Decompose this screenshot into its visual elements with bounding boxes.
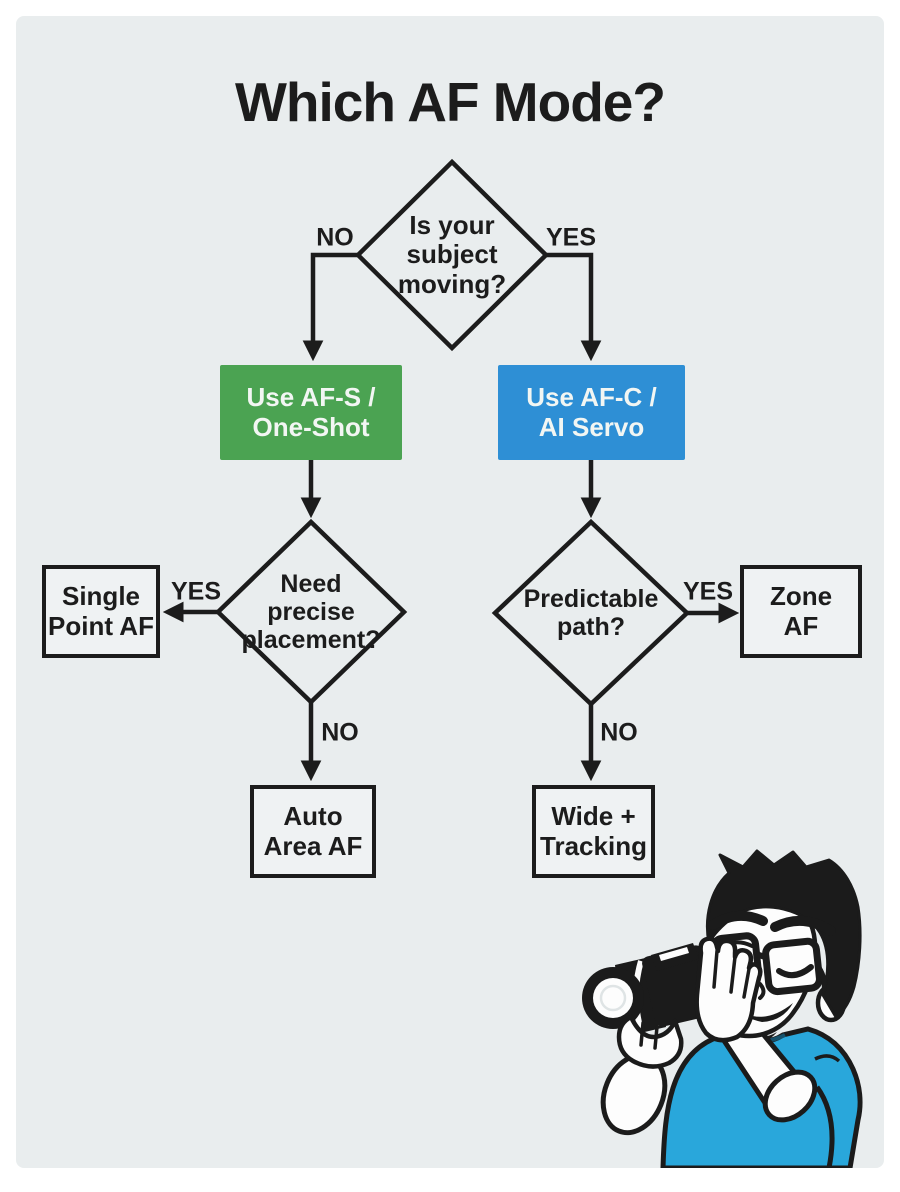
node-single-point-af: Single Point AF (42, 565, 160, 658)
decision-precise-placement-text: Need precise placement? (241, 569, 381, 655)
edge-label-moving-yes: YES (545, 223, 597, 252)
node-use-afs-one-shot: Use AF-S / One-Shot (220, 365, 402, 460)
edge-label-precise-yes: YES (170, 577, 222, 606)
page-title: Which AF Mode? (234, 71, 666, 133)
decision-subject-moving-text: Is your subject moving? (397, 209, 507, 299)
edge-label-moving-no: NO (316, 223, 354, 252)
edge-label-path-no: NO (600, 718, 638, 747)
decision-predictable-path-text: Predictable path? (523, 584, 659, 641)
node-auto-area-af: Auto Area AF (250, 785, 376, 878)
edge-label-precise-no: NO (321, 718, 359, 747)
node-use-afc-ai-servo: Use AF-C / AI Servo (498, 365, 685, 460)
edge-label-path-yes: YES (682, 577, 734, 606)
node-zone-af: Zone AF (740, 565, 862, 658)
node-wide-tracking: Wide + Tracking (532, 785, 655, 878)
